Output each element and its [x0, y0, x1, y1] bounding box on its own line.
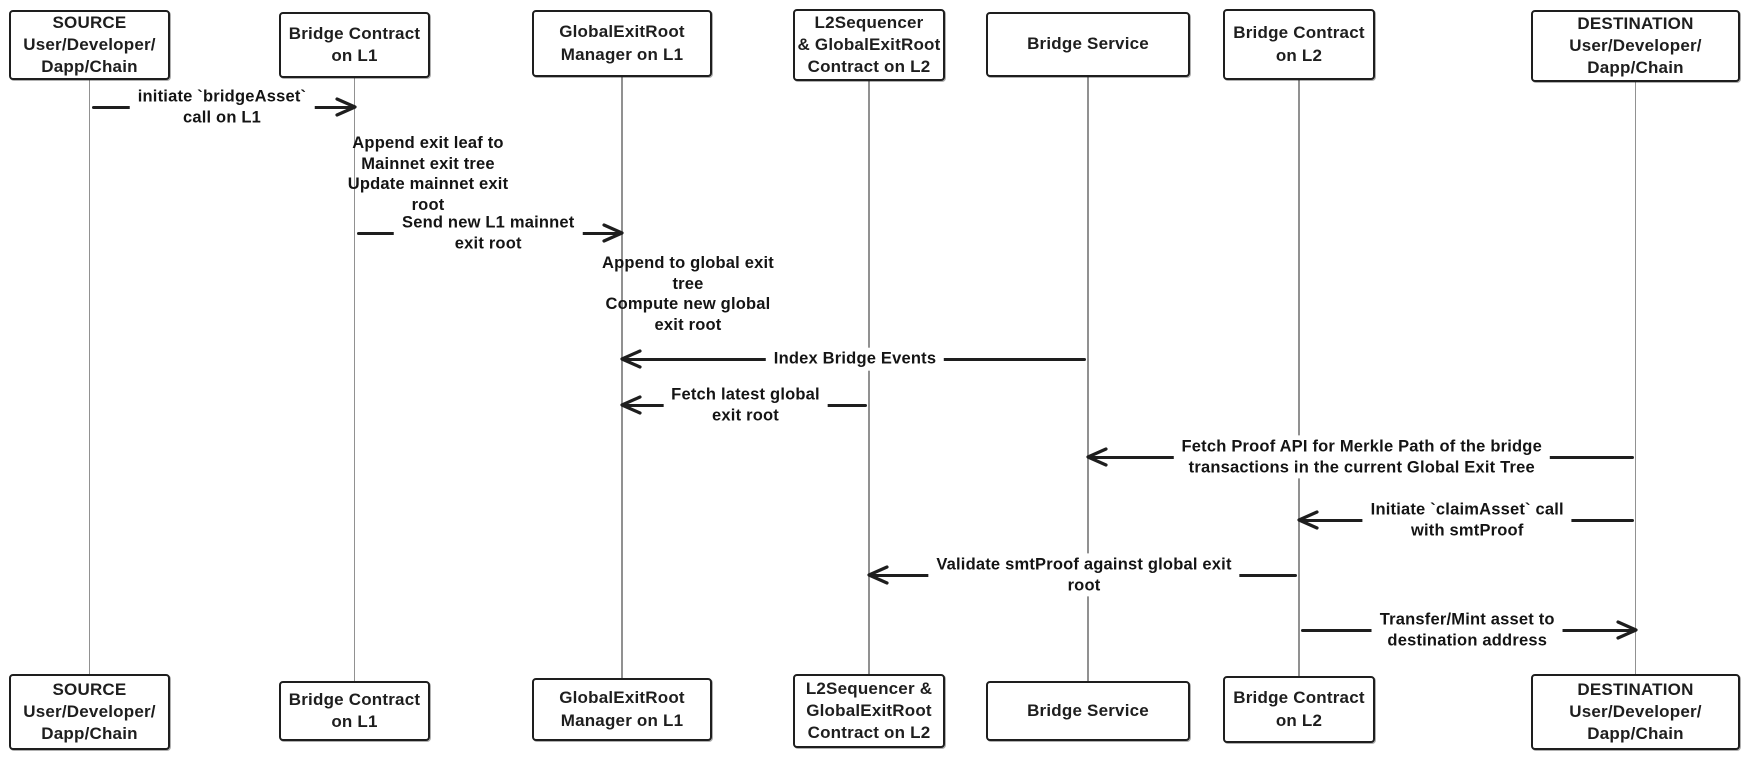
participant-label-bridge-l2: Bridge Contract on L2 [1233, 23, 1365, 65]
participant-label-destination: DESTINATION User/Developer/ Dapp/Chain [1569, 13, 1702, 78]
participant-top-box-bridge-service: Bridge Service [986, 12, 1190, 77]
message-label: Fetch latest global exit root [663, 383, 828, 427]
lifeline-bridge-l1 [353, 78, 356, 681]
message-label: Send new L1 mainnet exit root [394, 211, 583, 255]
participant-top-box-source: SOURCE User/Developer/ Dapp/Chain [9, 10, 170, 80]
participant-label-bridge-l1: Bridge Contract on L1 [288, 23, 421, 65]
participant-label-bridge-service: Bridge Service [1027, 34, 1149, 54]
arrowhead-right-icon [602, 223, 624, 243]
message-label: initiate `bridgeAsset` call on L1 [129, 85, 315, 129]
participant-top-box-germ-l1: GlobalExitRoot Manager on L1 [532, 10, 712, 77]
message-label: Transfer/Mint asset to destination addre… [1371, 608, 1563, 652]
participant-label-l2seq: L2Sequencer & GlobalExitRoot Contract on… [797, 12, 941, 77]
note-bridge-l1: Append exit leaf to Mainnet exit tree Up… [347, 134, 509, 214]
participant-bottom-box-destination: DESTINATION User/Developer/ Dapp/Chain [1531, 674, 1740, 750]
participant-label-bridge-l2: Bridge Contract on L2 [1233, 688, 1365, 730]
participant-label-destination: DESTINATION User/Developer/ Dapp/Chain [1569, 679, 1702, 744]
participant-label-germ-l1: GlobalExitRoot Manager on L1 [559, 688, 685, 730]
lifeline-bridge-service [1087, 77, 1089, 681]
participant-bottom-box-bridge-l2: Bridge Contract on L2 [1223, 676, 1375, 743]
message-label: Fetch Proof API for Merkle Path of the b… [1173, 435, 1550, 479]
arrowhead-left-icon [1086, 447, 1108, 467]
participant-top-box-l2seq: L2Sequencer & GlobalExitRoot Contract on… [793, 9, 945, 81]
lifeline-source [88, 80, 91, 674]
note-germ-l1: Append to global exit tree Compute new g… [602, 254, 774, 334]
arrowhead-right-icon [1615, 620, 1638, 640]
participant-top-box-bridge-l2: Bridge Contract on L2 [1223, 9, 1375, 80]
lifeline-destination [1634, 82, 1637, 674]
arrowhead-left-icon [867, 565, 889, 585]
arrowhead-right-icon [334, 97, 357, 117]
arrowhead-left-icon [620, 395, 642, 415]
participant-label-source: SOURCE User/Developer/ Dapp/Chain [23, 12, 156, 77]
arrowhead-left-icon [620, 349, 642, 369]
message-label: Index Bridge Events [765, 347, 945, 371]
participant-bottom-box-bridge-l1: Bridge Contract on L1 [279, 681, 430, 741]
participant-label-l2seq: L2Sequencer & GlobalExitRoot Contract on… [805, 678, 933, 743]
lifeline-l2seq [868, 81, 870, 674]
participant-top-box-destination: DESTINATION User/Developer/ Dapp/Chain [1531, 10, 1740, 82]
participant-label-germ-l1: GlobalExitRoot Manager on L1 [559, 22, 685, 64]
lifeline-germ-l1 [621, 77, 623, 678]
participant-label-bridge-service: Bridge Service [1027, 700, 1149, 720]
participant-label-bridge-l1: Bridge Contract on L1 [288, 689, 421, 731]
arrowhead-left-icon [1297, 510, 1319, 530]
lifeline-bridge-l2 [1298, 80, 1300, 676]
message-label: Initiate `claimAsset` call with smtProof [1362, 498, 1572, 542]
participant-bottom-box-source: SOURCE User/Developer/ Dapp/Chain [9, 674, 170, 750]
participant-bottom-box-germ-l1: GlobalExitRoot Manager on L1 [532, 678, 712, 741]
participant-label-source: SOURCE User/Developer/ Dapp/Chain [23, 679, 156, 744]
participant-bottom-box-bridge-service: Bridge Service [986, 681, 1190, 741]
participant-bottom-box-l2seq: L2Sequencer & GlobalExitRoot Contract on… [793, 674, 945, 748]
participant-top-box-bridge-l1: Bridge Contract on L1 [279, 12, 430, 78]
message-label: Validate smtProof against global exit ro… [928, 553, 1240, 597]
